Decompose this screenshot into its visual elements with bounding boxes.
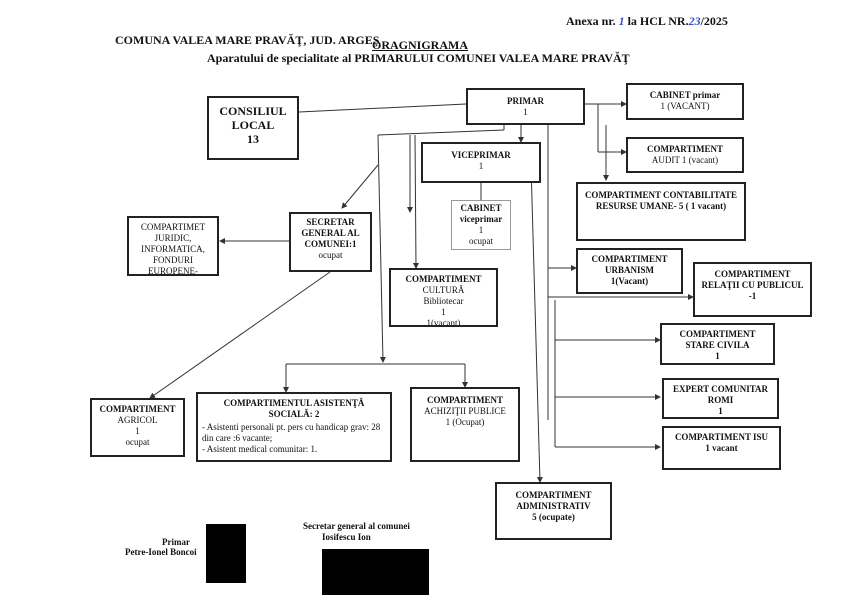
commune-header: COMUNA VALEA MARE PRAVĂŢ, JUD. ARGEŞ <box>115 33 380 47</box>
box-audit: COMPARTIMENT AUDIT 1 (vacant) <box>626 137 744 173</box>
box-title: COMPARTIMENT CONTABILITATE RESURSE UMANE… <box>584 190 738 211</box>
box-sub: ACHIZIŢII PUBLICE <box>424 406 506 416</box>
box-contabilitate: COMPARTIMENT CONTABILITATE RESURSE UMANE… <box>576 182 746 241</box>
hcl-number: 23 <box>688 14 701 28</box>
box-status: 1(vacant) <box>426 318 461 327</box>
box-cabinet-viceprimar: CABINET viceprimar 1 ocupat <box>451 200 511 250</box>
box-title: EXPERT COMUNITAR ROMI <box>672 384 769 405</box>
box-expert-romi: EXPERT COMUNITAR ROMI 1 <box>662 378 779 419</box>
box-cabinet-primar: CABINET primar 1 (VACANT) <box>626 83 744 120</box>
annex-year: /2025 <box>700 14 728 28</box>
box-count: 1(Vacant) <box>610 276 649 286</box>
box-count: AUDIT 1 (vacant) <box>651 155 719 165</box>
page-title: ORAGNIGRAMA <box>372 38 468 52</box>
box-sub: CULTURĂ <box>422 285 465 295</box>
box-secretar-general: SECRETAR GENERAL AL COMUNEI:1 ocupat <box>289 212 372 272</box>
box-title: CABINET primar <box>649 90 721 100</box>
signature-secretar-label: Secretar general al comunei <box>303 521 410 531</box>
box-title: COMPARTIMENT <box>405 274 482 284</box>
box-isu: COMPARTIMENT ISU 1 vacant <box>662 426 781 470</box>
box-title: PRIMAR <box>507 96 544 106</box>
box-title: COMPARTIMENT <box>99 404 176 414</box>
box-administrativ: COMPARTIMENT ADMINISTRATIV 5 (ocupate) <box>495 482 612 540</box>
box-count: 13 <box>247 132 259 146</box>
box-role: Bibliotecar <box>423 296 464 306</box>
box-count: 1 <box>478 161 484 171</box>
annex-mid: la HCL NR. <box>627 14 689 28</box>
box-achizitii: COMPARTIMENT ACHIZIŢII PUBLICE 1 (Ocupat… <box>410 387 520 462</box>
box-title: COMPARTIMENT ADMINISTRATIV <box>515 490 592 511</box>
box-relatii-public: COMPARTIMENT RELAŢII CU PUBLICUL -1 <box>693 262 812 317</box>
box-count: 5 (ocupate) <box>532 512 575 522</box>
box-juridic: COMPARTIMET JURIDIC, INFORMATICA, FONDUR… <box>127 216 219 276</box>
box-title: COMPARTIMENT <box>646 144 723 154</box>
box-count: 1 (Ocupat) <box>445 417 485 427</box>
box-count: 1 (VACANT) <box>660 101 710 111</box>
box-stare-civila: COMPARTIMENT STARE CIVILA 1 <box>660 323 775 365</box>
box-title: CONSILIUL LOCAL <box>219 104 287 132</box>
redacted-signature-secretar <box>322 549 429 595</box>
box-title: VICEPRIMAR <box>451 150 511 160</box>
box-count: 1 vacant <box>705 443 738 453</box>
box-count: 1 <box>718 406 723 416</box>
box-primar: PRIMAR 1 <box>466 88 585 125</box>
redacted-signature-primar <box>206 524 246 583</box>
box-title: COMPARTIMENT STARE CIVILA <box>679 329 756 350</box>
box-title: COMPARTIMET JURIDIC, INFORMATICA, FONDUR… <box>140 222 206 276</box>
box-title: COMPARTIMENT <box>426 395 503 405</box>
box-title: COMPARTIMENT RELAŢII CU PUBLICUL -1 <box>701 269 804 301</box>
box-status: ocupat <box>318 250 343 260</box>
annex-number: 1 <box>618 14 625 28</box>
box-count: 1 <box>715 351 720 361</box>
signature-primar-label: Primar <box>162 537 190 547</box>
box-count: 1 <box>135 426 140 436</box>
box-title: COMPARTIMENT ISU <box>674 432 769 442</box>
annex-reference: Anexa nr. 1 la HCL NR.23/2025 <box>566 14 728 29</box>
signature-primar-name: Petre-Ionel Boncoi <box>125 547 197 557</box>
box-title: COMPARTIMENT URBANISM <box>591 254 668 275</box>
box-status: ocupat <box>125 437 150 447</box>
box-urbanism: COMPARTIMENT URBANISM 1(Vacant) <box>576 248 683 294</box>
box-count: 1 <box>523 107 528 117</box>
box-title: COMPARTIMENTUL ASISTENŢĂ SOCIALĂ: 2 <box>223 398 365 419</box>
box-line-2: - Asistent medical comunitar: 1. <box>202 444 318 454</box>
box-status: ocupat <box>469 236 493 246</box>
box-count: 1 <box>441 307 446 317</box>
box-cultura: COMPARTIMENT CULTURĂ Bibliotecar 1 1(vac… <box>389 268 498 327</box>
box-title: SECRETAR GENERAL AL COMUNEI:1 <box>301 217 360 249</box>
box-line-1: - Asistenti personali pt. pers cu handic… <box>202 422 381 443</box>
box-count: 1 <box>478 225 484 235</box>
box-viceprimar: VICEPRIMAR 1 <box>421 142 541 183</box>
annex-prefix: Anexa nr. <box>566 14 616 28</box>
signature-secretar-name: Iosifescu Ion <box>322 532 371 542</box>
box-consiliu-local: CONSILIUL LOCAL 13 <box>207 96 299 160</box>
box-asistenta-sociala: COMPARTIMENTUL ASISTENŢĂ SOCIALĂ: 2 - As… <box>196 392 392 462</box>
page-subtitle: Aparatului de specialitate al PRIMARULUI… <box>207 51 630 65</box>
box-agricol: COMPARTIMENT AGRICOL 1 ocupat <box>90 398 185 457</box>
box-sub: AGRICOL <box>117 415 158 425</box>
box-title: CABINET viceprimar <box>459 203 503 224</box>
